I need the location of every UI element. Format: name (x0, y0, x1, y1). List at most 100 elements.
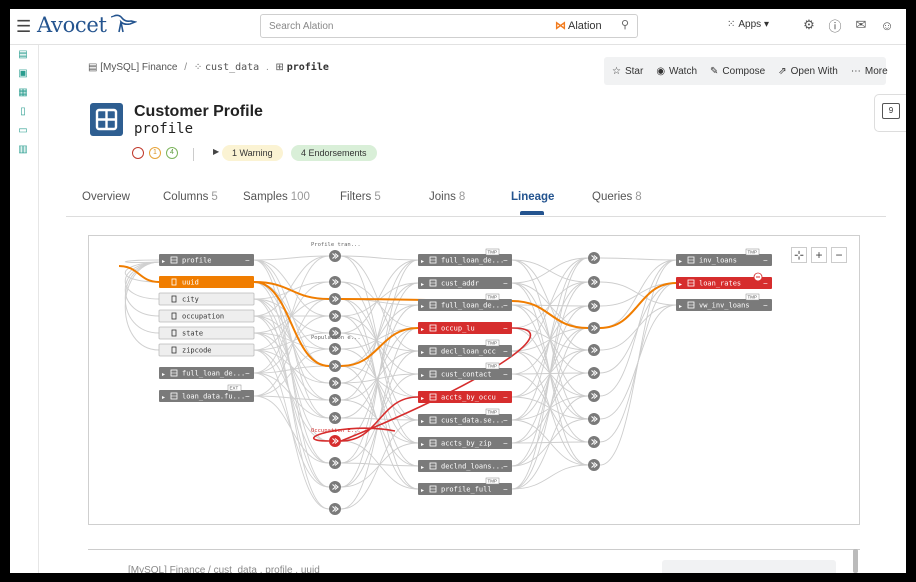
process-node[interactable] (588, 276, 600, 288)
comments-badge[interactable]: 9 (874, 94, 906, 132)
process-node[interactable] (329, 310, 341, 322)
expand-caret-icon[interactable]: ▸ (421, 327, 424, 333)
expand-caret-icon[interactable]: ▸ (162, 395, 165, 401)
collapse-icon[interactable]: − (245, 369, 250, 378)
help-icon[interactable]: ⓘ (828, 18, 842, 34)
right-node[interactable]: ▸loan_rates− (676, 272, 772, 289)
table-icon[interactable]: ▦ (18, 87, 28, 98)
process-node[interactable] (329, 293, 341, 305)
node-box[interactable] (418, 391, 512, 403)
left-node[interactable]: ▸profile− (159, 254, 254, 266)
search-input[interactable] (269, 18, 509, 34)
mid-node[interactable]: ▸cust_contact−TMP (418, 362, 512, 380)
left-node[interactable]: uuid (159, 276, 254, 288)
expand-caret-icon[interactable]: ▸ (421, 465, 424, 471)
process-node[interactable] (329, 377, 341, 389)
process-node[interactable] (329, 503, 341, 515)
node-box[interactable] (159, 254, 254, 266)
collapse-icon[interactable]: − (503, 462, 508, 471)
mid-node[interactable]: ▸cust_data.se...−TMP (418, 408, 512, 426)
mid-node[interactable]: ▸full_loan_de...−TMP (418, 293, 512, 311)
lineage-graph[interactable]: Profile tran...Population e...Occupation… (88, 235, 860, 525)
apps-menu[interactable]: ⁙Apps ▾ (727, 19, 769, 30)
process-node[interactable] (329, 412, 341, 424)
process-node[interactable] (588, 252, 600, 264)
zoom-fit-button[interactable]: ⊹ (791, 247, 807, 263)
process-node[interactable] (329, 481, 341, 493)
node-box[interactable] (418, 254, 512, 266)
node-box[interactable] (418, 345, 512, 357)
left-node[interactable]: occupation (158, 309, 255, 323)
collapse-icon[interactable]: − (503, 393, 508, 402)
process-node[interactable] (588, 459, 600, 471)
expand-caret-icon[interactable]: ▸ (421, 282, 424, 288)
tab-overview[interactable]: Overview (82, 191, 130, 203)
node-box[interactable] (418, 437, 512, 449)
collapse-icon[interactable]: − (503, 256, 508, 265)
node-box[interactable] (418, 414, 512, 426)
collapse-icon[interactable]: − (503, 347, 508, 356)
collapse-icon[interactable]: − (503, 485, 508, 494)
collapse-icon[interactable]: − (245, 256, 250, 265)
expand-caret-icon[interactable]: ▸ (421, 304, 424, 310)
status-circle-orange[interactable]: 1 (149, 147, 161, 159)
status-circle-green[interactable]: 4 (166, 147, 178, 159)
document-icon[interactable]: ▯ (20, 106, 26, 117)
mid-node[interactable]: ▸full_loan_de...−TMP (418, 248, 512, 266)
expand-caret-icon[interactable]: ▸ (679, 259, 682, 265)
process-node[interactable] (329, 394, 341, 406)
process-node[interactable] (588, 344, 600, 356)
node-box[interactable] (158, 292, 255, 306)
expand-caret-icon[interactable]: ▸ (421, 488, 424, 494)
zoom-in-button[interactable]: + (811, 247, 827, 263)
collapse-icon[interactable]: − (245, 392, 250, 401)
node-box[interactable] (418, 460, 512, 472)
node-box[interactable] (418, 277, 512, 289)
scrollbar[interactable] (853, 549, 858, 573)
hamburger-menu-icon[interactable]: ☰ (16, 17, 32, 36)
process-node[interactable] (588, 413, 600, 425)
lineage-canvas[interactable]: Profile tran...Population e...Occupation… (89, 236, 860, 525)
process-node[interactable] (329, 343, 341, 355)
endorsements-pill[interactable]: 4 Endorsements (291, 145, 377, 161)
collapse-icon[interactable]: − (503, 324, 508, 333)
left-node[interactable]: ▸full_loan_de...− (159, 367, 254, 379)
left-node[interactable]: state (158, 326, 255, 340)
app-logo[interactable]: Avocet (37, 13, 107, 37)
chart-icon[interactable]: ▥ (18, 144, 28, 155)
right-node[interactable]: ▸vw_inv_loans−TMP (676, 293, 772, 311)
collapse-icon[interactable]: − (763, 256, 768, 265)
process-node[interactable] (329, 327, 341, 339)
left-node[interactable]: city (158, 292, 255, 306)
breadcrumb-source[interactable]: [MySQL] Finance (100, 62, 178, 73)
status-circle-red[interactable] (132, 147, 144, 159)
collapse-icon[interactable]: − (503, 416, 508, 425)
zoom-out-button[interactable]: − (831, 247, 847, 263)
user-icon[interactable]: ☺ (880, 17, 894, 33)
compose-button[interactable]: ✎Compose (710, 66, 765, 77)
node-box[interactable] (418, 368, 512, 380)
breadcrumb-table[interactable]: profile (286, 62, 329, 73)
node-box[interactable] (158, 343, 255, 357)
collapse-icon[interactable]: − (503, 279, 508, 288)
collapse-icon[interactable]: − (503, 301, 508, 310)
inbox-icon[interactable]: ✉ (855, 17, 867, 32)
search-box[interactable]: ⋈Alation ⚲ (260, 14, 638, 38)
mid-node[interactable]: ▸accts_by_occu− (418, 391, 512, 403)
process-node[interactable] (588, 367, 600, 379)
collapse-icon[interactable]: − (763, 301, 768, 310)
mid-node[interactable]: ▸declnd_loans...− (418, 460, 512, 472)
node-box[interactable] (418, 322, 512, 334)
expand-caret-icon[interactable]: ▸ (679, 282, 682, 288)
open-with-button[interactable]: ⇗Open With (778, 66, 838, 77)
settings-gear-icon[interactable]: ⚙ (803, 17, 815, 32)
process-node[interactable] (329, 276, 341, 288)
node-box[interactable] (676, 277, 772, 289)
mid-node[interactable]: ▸accts_by_zip− (418, 437, 512, 449)
mid-node[interactable]: ▸occup_lu− (418, 322, 512, 334)
